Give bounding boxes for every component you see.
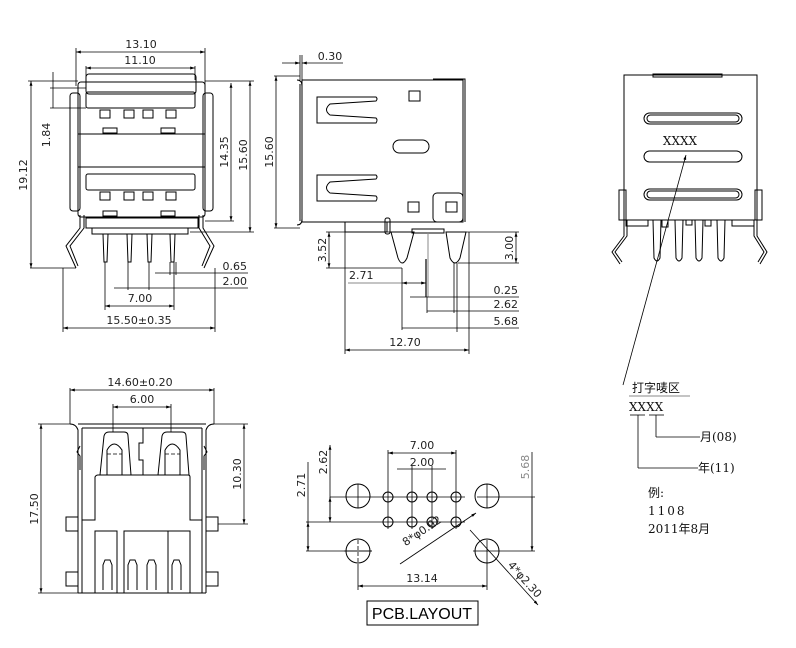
pcb-layout: 7.00 2.00 2.62 2.71 5.68 13.14 8*φ0.92 4… bbox=[295, 439, 544, 626]
front-right-leg bbox=[202, 215, 215, 269]
dim-pcb-small-holes: 8*φ0.92 bbox=[400, 513, 444, 549]
front-view: 13.10 11.10 19.12 1.84 14.35 15.60 0.65 … bbox=[17, 38, 254, 332]
dim-rear-tab-spacing: 6.00 bbox=[130, 393, 155, 406]
marking-pins bbox=[652, 219, 726, 262]
dim-front-pin-span: 7.00 bbox=[128, 292, 153, 305]
dim-front-leg-span: 15.50±0.35 bbox=[106, 314, 171, 327]
marking-slot-1 bbox=[643, 112, 743, 125]
dim-pcb-hole-offset: 2.71 bbox=[295, 473, 308, 498]
rear-clip-right-top bbox=[205, 516, 219, 532]
top-port-contacts bbox=[99, 109, 177, 134]
example-label: 例: bbox=[648, 486, 664, 500]
rear-clip-left-top bbox=[65, 516, 79, 532]
dim-front-inner-width: 11.10 bbox=[124, 54, 156, 67]
marking-code: XXXX bbox=[629, 400, 664, 414]
bottom-port-contacts bbox=[99, 191, 177, 217]
dim-front-pin-width: 0.65 bbox=[223, 260, 248, 273]
front-base bbox=[85, 217, 199, 229]
marking-left-leg bbox=[611, 220, 625, 265]
dim-front-height-b: 15.60 bbox=[237, 139, 250, 171]
dim-pcb-large-holes: 4*φ2.30 bbox=[505, 559, 544, 601]
rear-shell-right bbox=[205, 423, 215, 593]
pcb-layout-label-box bbox=[366, 600, 479, 626]
example-date: 2011年8月 bbox=[648, 522, 710, 536]
dim-rear-height: 17.50 bbox=[28, 493, 41, 525]
rear-tab-right bbox=[157, 431, 190, 476]
dim-pcb-pin-span: 7.00 bbox=[410, 439, 435, 452]
front-shell bbox=[77, 81, 206, 218]
side-slot bbox=[392, 139, 430, 154]
side-leg-front bbox=[390, 231, 415, 264]
dim-front-top-offset: 1.84 bbox=[40, 123, 53, 148]
rear-lower-contacts bbox=[102, 559, 182, 590]
dim-pcb-row-offset: 2.62 bbox=[317, 450, 330, 475]
dim-front-width: 13.10 bbox=[125, 38, 157, 51]
year-label: 年(11) bbox=[698, 461, 735, 475]
dim-side-offset-a: 2.71 bbox=[349, 269, 374, 282]
month-label: 月(08) bbox=[700, 430, 737, 444]
dim-pcb-pin-pitch: 2.00 bbox=[410, 456, 435, 469]
front-top-tab bbox=[85, 73, 197, 95]
rear-tab-left bbox=[99, 431, 132, 476]
dim-rear-width: 14.60±0.20 bbox=[107, 376, 172, 389]
front-left-flange bbox=[69, 92, 81, 212]
dim-side-shell-thickness: 0.30 bbox=[318, 50, 343, 63]
bottom-port-tongue bbox=[85, 173, 196, 191]
marking-legend: 打字唛区 XXXX 月(08) 年(11) 例: 1108 2011年8月 bbox=[629, 380, 737, 536]
dim-side-leg-height: 3.00 bbox=[503, 236, 516, 261]
dim-side-pin-thickness: 0.25 bbox=[494, 284, 519, 297]
dim-front-pin-pitch: 2.00 bbox=[223, 275, 248, 288]
dim-rear-tab-height: 10.30 bbox=[231, 458, 244, 490]
dim-pcb-hole-span: 13.14 bbox=[406, 572, 438, 585]
rear-clip-left-bottom bbox=[65, 571, 79, 587]
front-right-flange bbox=[202, 92, 214, 212]
side-leg-back bbox=[445, 231, 467, 264]
rear-housing bbox=[82, 474, 202, 521]
dim-side-offset-b: 2.62 bbox=[494, 298, 519, 311]
dim-front-left-height: 19.12 bbox=[17, 159, 30, 191]
rear-shell-left bbox=[69, 423, 79, 593]
marking-right-leg bbox=[756, 220, 768, 265]
dim-side-standoff: 3.52 bbox=[316, 238, 329, 263]
marking-view: XXXX bbox=[611, 73, 768, 386]
example-code: 1108 bbox=[648, 504, 687, 518]
rear-view: 14.60±0.20 6.00 17.50 10.30 bbox=[28, 376, 248, 594]
dim-side-offset-c: 5.68 bbox=[494, 315, 519, 328]
marking-slot-2 bbox=[643, 150, 743, 163]
marking-slot-3 bbox=[643, 188, 743, 201]
front-left-leg bbox=[65, 215, 81, 269]
dim-side-height: 15.60 bbox=[263, 136, 276, 168]
top-port-tongue bbox=[85, 91, 196, 109]
side-spring-finger-bottom bbox=[316, 174, 378, 202]
marking-text: XXXX bbox=[663, 134, 698, 148]
rear-clip-right-bottom bbox=[205, 571, 219, 587]
dim-front-height-a: 14.35 bbox=[218, 136, 231, 168]
side-view: 0.30 15.60 3.52 3.00 2.71 0.25 2.62 5.68… bbox=[263, 50, 519, 354]
side-shell-back bbox=[433, 78, 466, 222]
marking-leader-line bbox=[622, 154, 687, 386]
side-spring-finger-top bbox=[316, 96, 378, 124]
front-pins bbox=[102, 233, 176, 263]
pcb-layout-label: PCB.LAYOUT bbox=[372, 606, 472, 623]
dim-side-depth: 12.70 bbox=[389, 336, 421, 349]
marking-area-label: 打字唛区 bbox=[632, 380, 680, 395]
dim-pcb-height: 5.68 bbox=[519, 455, 532, 480]
